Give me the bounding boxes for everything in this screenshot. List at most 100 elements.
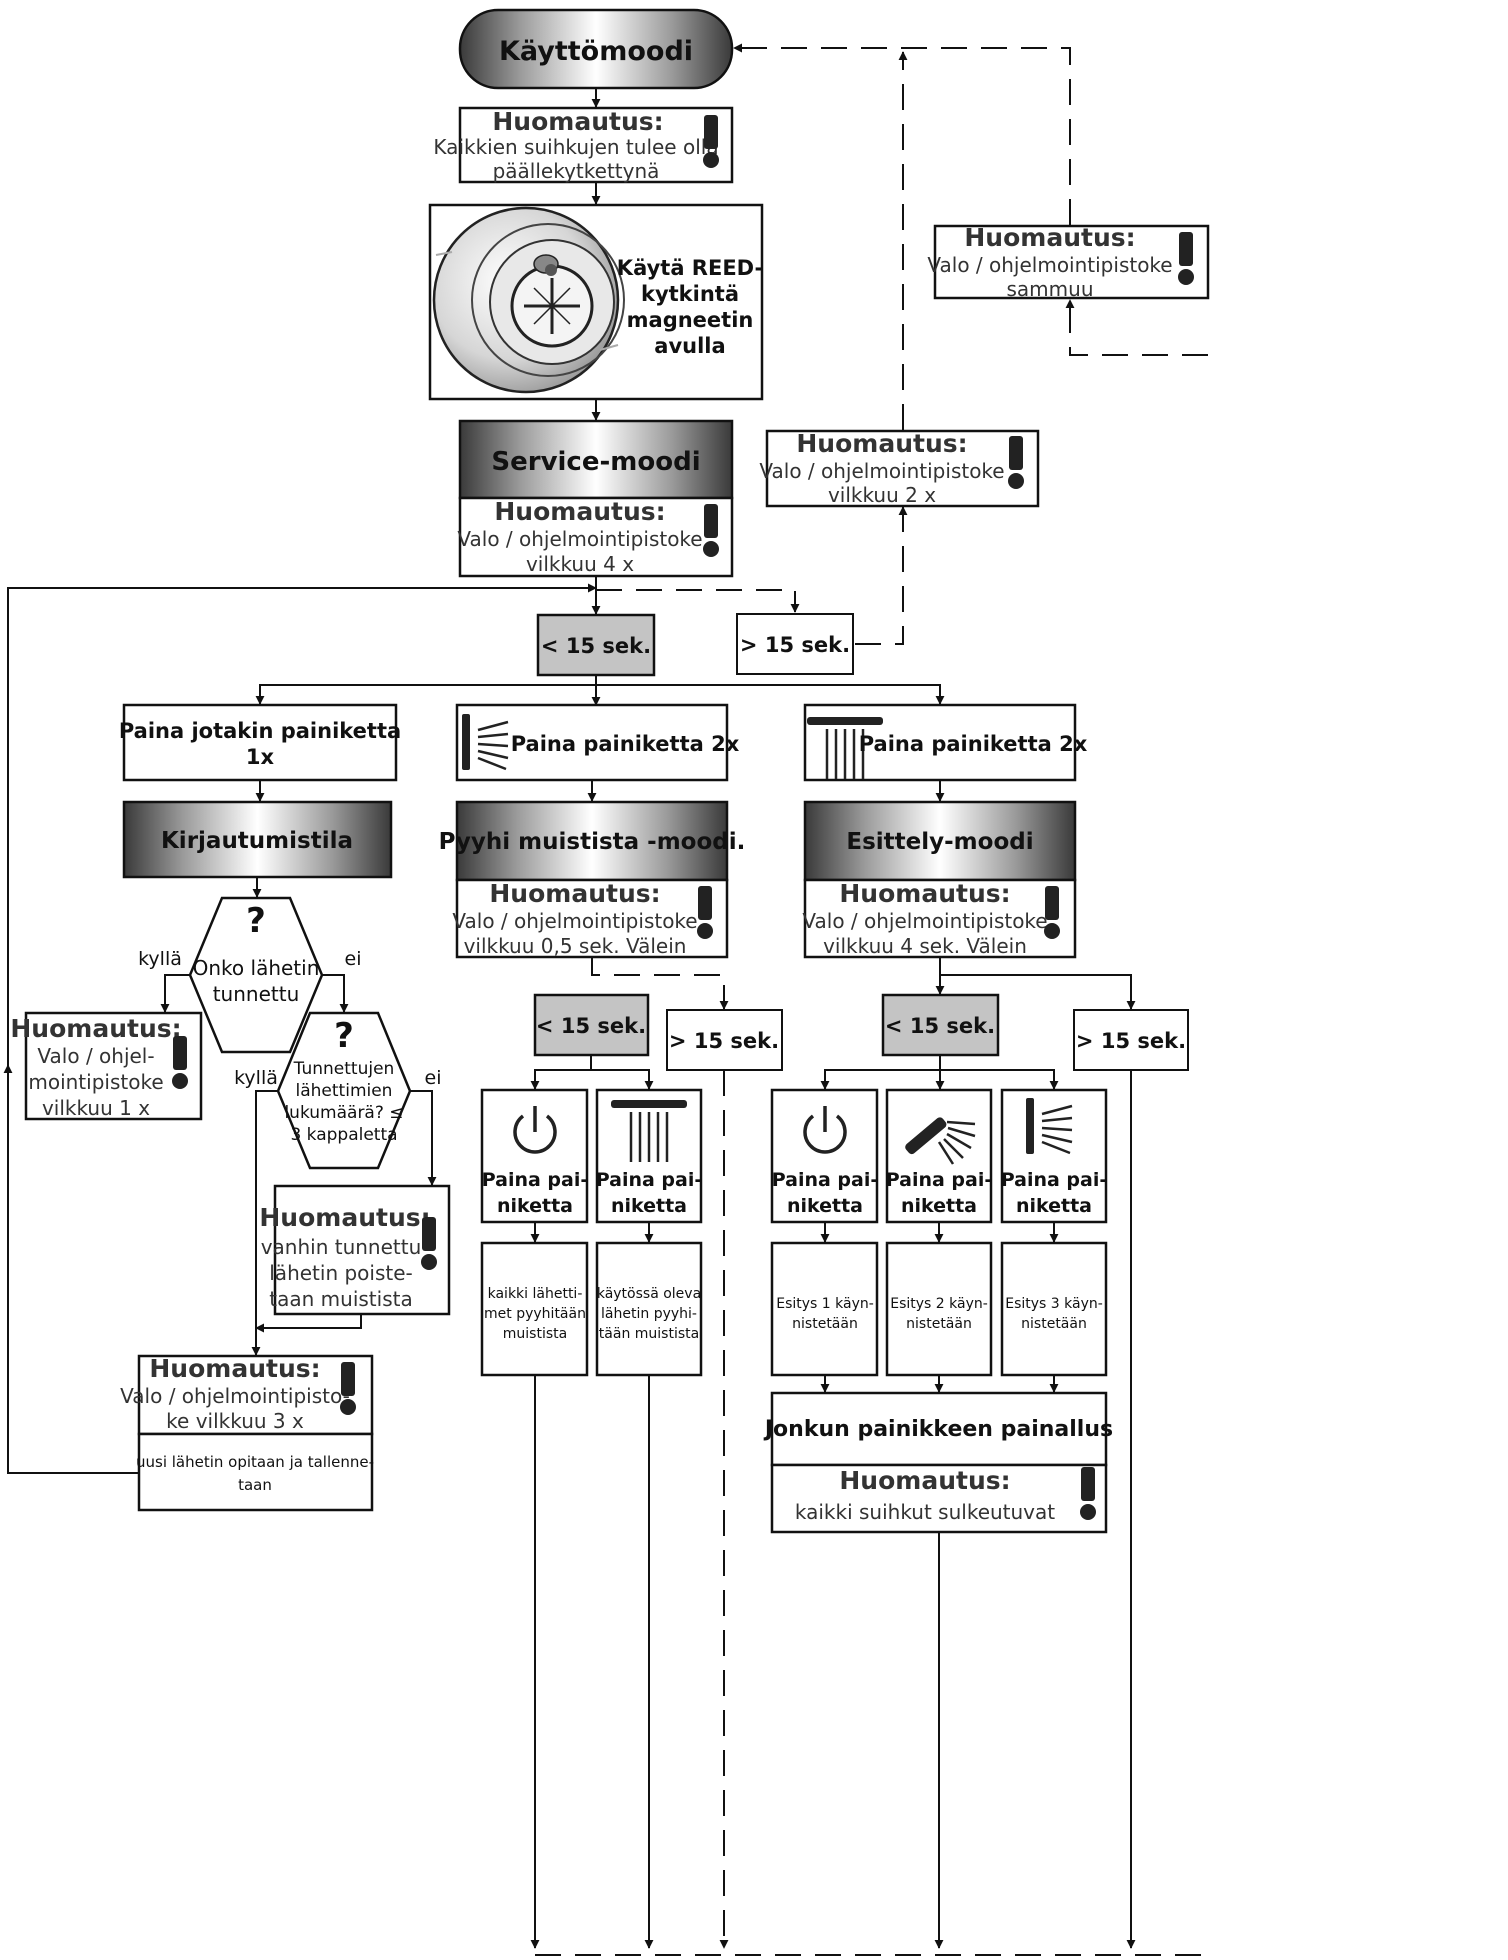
press-any-line1: Paina jotakin painiketta: [119, 719, 401, 743]
note-heading: Huomautus:: [489, 879, 660, 908]
demo-timer-lt15-label: < 15 sek.: [885, 1014, 995, 1038]
demo3-box: [1000, 1241, 1108, 1377]
press-any-line2: 1x: [246, 745, 275, 769]
demo-press-power-box: [770, 1088, 879, 1224]
service-mode-label: Service-moodi: [491, 447, 700, 477]
press-line2: niketta: [497, 1195, 573, 1217]
note-all-close-line: kaikki suihkut sulkeutuvat: [795, 1500, 1055, 1524]
press-line2: niketta: [1016, 1195, 1092, 1217]
warning-icon: [1080, 1467, 1096, 1520]
note-blink-4x-line1: Valo / ohjelmointipistoke: [457, 527, 702, 551]
erase-timer-lt15-label: < 15 sek.: [536, 1014, 646, 1038]
erase-mode-label: Pyyhi muistista -moodi.: [439, 829, 746, 855]
new-transmitter-line1: uusi lähetin opitaan ja tallenne-: [136, 1453, 374, 1471]
warning-icon: [1178, 232, 1194, 285]
demo2-line1: Esitys 2 käyn-: [890, 1296, 988, 1312]
note-heading: Huomautus:: [839, 879, 1010, 908]
login-mode-label: Kirjautumistila: [161, 828, 353, 854]
note-heading: Huomautus:: [839, 1466, 1010, 1495]
demo-timer-gt15-label: > 15 sek.: [1076, 1029, 1186, 1053]
note-blink-3x-box: [137, 1354, 374, 1436]
note-oldest-line3: taan muistista: [269, 1287, 412, 1311]
note-blink-2x-line1: Valo / ohjelmointipistoke: [759, 459, 1004, 483]
new-transmitter-box: [137, 1432, 374, 1512]
dashed-connectors: [535, 43, 1208, 1956]
new-transmitter-line2: taan: [238, 1476, 272, 1494]
erase-mode-header: [455, 800, 729, 882]
note-oldest-box: [273, 1184, 451, 1316]
timer-lt15-box: [536, 613, 656, 677]
question-mark-icon: ?: [246, 901, 266, 941]
no-label-1: ei: [345, 948, 362, 970]
warning-icon: [703, 504, 719, 557]
note-all-showers-line2: päällekytkettynä: [493, 159, 660, 183]
warning-icon: [421, 1217, 437, 1270]
warning-icon: [1008, 436, 1024, 489]
demo-press-hand-box: [885, 1088, 993, 1224]
press-line1: Paina pai-: [886, 1169, 993, 1191]
note-light-off-line1: Valo / ohjelmointipistoke: [927, 253, 1172, 277]
note-blink-1x-line2: mointipistoke: [28, 1070, 163, 1094]
note-oldest-line2: lähetin poiste-: [269, 1261, 413, 1285]
note-blink-4x-line2: vilkkuu 4 x: [526, 552, 634, 576]
warning-icon: [172, 1036, 188, 1089]
warning-icon: [340, 1362, 356, 1415]
warning-icon: [1044, 886, 1060, 939]
q-known-line1: Onko lähetin: [193, 956, 320, 980]
note-all-showers-box: [458, 106, 734, 184]
note-all-close-box: [770, 1463, 1108, 1534]
reed-line1: Käytä REED-: [617, 256, 763, 280]
press-2x-side-label: Paina painiketta 2x: [511, 732, 740, 756]
erase-all-line2: met pyyhitään: [484, 1306, 586, 1322]
yes-label-2: kyllä: [234, 1067, 278, 1089]
note-light-off-box: [933, 224, 1210, 300]
press-line2: niketta: [787, 1195, 863, 1217]
press-line1: Paina pai-: [1001, 1169, 1108, 1191]
q-count-line1: Tunnettujen: [293, 1059, 395, 1079]
shower-head-magnet-image: [432, 206, 625, 394]
q-count-line3: lukumäärä? ≤: [284, 1103, 403, 1123]
demo1-box: [770, 1241, 879, 1377]
note-heading: Huomautus:: [10, 1014, 181, 1043]
timer-lt15-label: < 15 sek.: [541, 634, 651, 658]
no-label-2: ei: [425, 1067, 442, 1089]
note-blink-1x-line1: Valo / ohjel-: [37, 1044, 154, 1068]
operating-mode-label: Käyttömoodi: [499, 36, 693, 67]
note-heading: Huomautus:: [492, 107, 663, 136]
demo1-line2: nistetään: [792, 1316, 858, 1332]
note-blink-2x-line2: vilkkuu 2 x: [828, 483, 936, 507]
note-blink-05-line2: vilkkuu 0,5 sek. Välein: [464, 934, 687, 958]
solid-connectors: [3, 88, 1136, 1949]
q-count-line2: lähettimien: [296, 1081, 393, 1101]
demo-timer-gt15-box: [1073, 1009, 1189, 1071]
q-known-line2: tunnettu: [213, 982, 300, 1006]
note-blink-4s-line2: vilkkuu 4 sek. Välein: [823, 934, 1027, 958]
note-blink-2x-box: [765, 429, 1040, 508]
note-blink-05-line1: Valo / ohjelmointipistoke: [452, 909, 697, 933]
demo-mode-header: [803, 800, 1077, 882]
press-line2: niketta: [901, 1195, 977, 1217]
reed-line3: magneetin: [627, 308, 754, 332]
any-press-label: Jonkun painikkeen painallus: [763, 1417, 1113, 1442]
note-heading: Huomautus:: [259, 1203, 430, 1232]
erase-all-line3: muistista: [503, 1326, 567, 1342]
note-heading: Huomautus:: [964, 223, 1135, 252]
reed-line2: kytkintä: [641, 282, 739, 306]
note-heading: Huomautus:: [149, 1354, 320, 1383]
press-line1: Paina pai-: [482, 1169, 589, 1191]
timer-gt15-label: > 15 sek.: [740, 633, 850, 657]
yes-label-1: kyllä: [138, 948, 182, 970]
note-blink-4x-box: [458, 496, 734, 578]
note-blink-1x-box: [24, 1011, 203, 1121]
note-heading: Huomautus:: [796, 429, 967, 458]
note-blink-3x-line2: ke vilkkuu 3 x: [166, 1409, 304, 1433]
service-mode-header: [458, 419, 734, 500]
demo3-line1: Esitys 3 käyn-: [1005, 1296, 1103, 1312]
note-heading: Huomautus:: [494, 497, 665, 526]
erase-current-line2: lähetin pyyhi-: [601, 1306, 697, 1322]
note-blink-3x-line1: Valo / ohjelmointipisto-: [120, 1384, 350, 1408]
demo1-line1: Esitys 1 käyn-: [776, 1296, 874, 1312]
demo3-line2: nistetään: [1021, 1316, 1087, 1332]
warning-icon: [703, 115, 719, 168]
